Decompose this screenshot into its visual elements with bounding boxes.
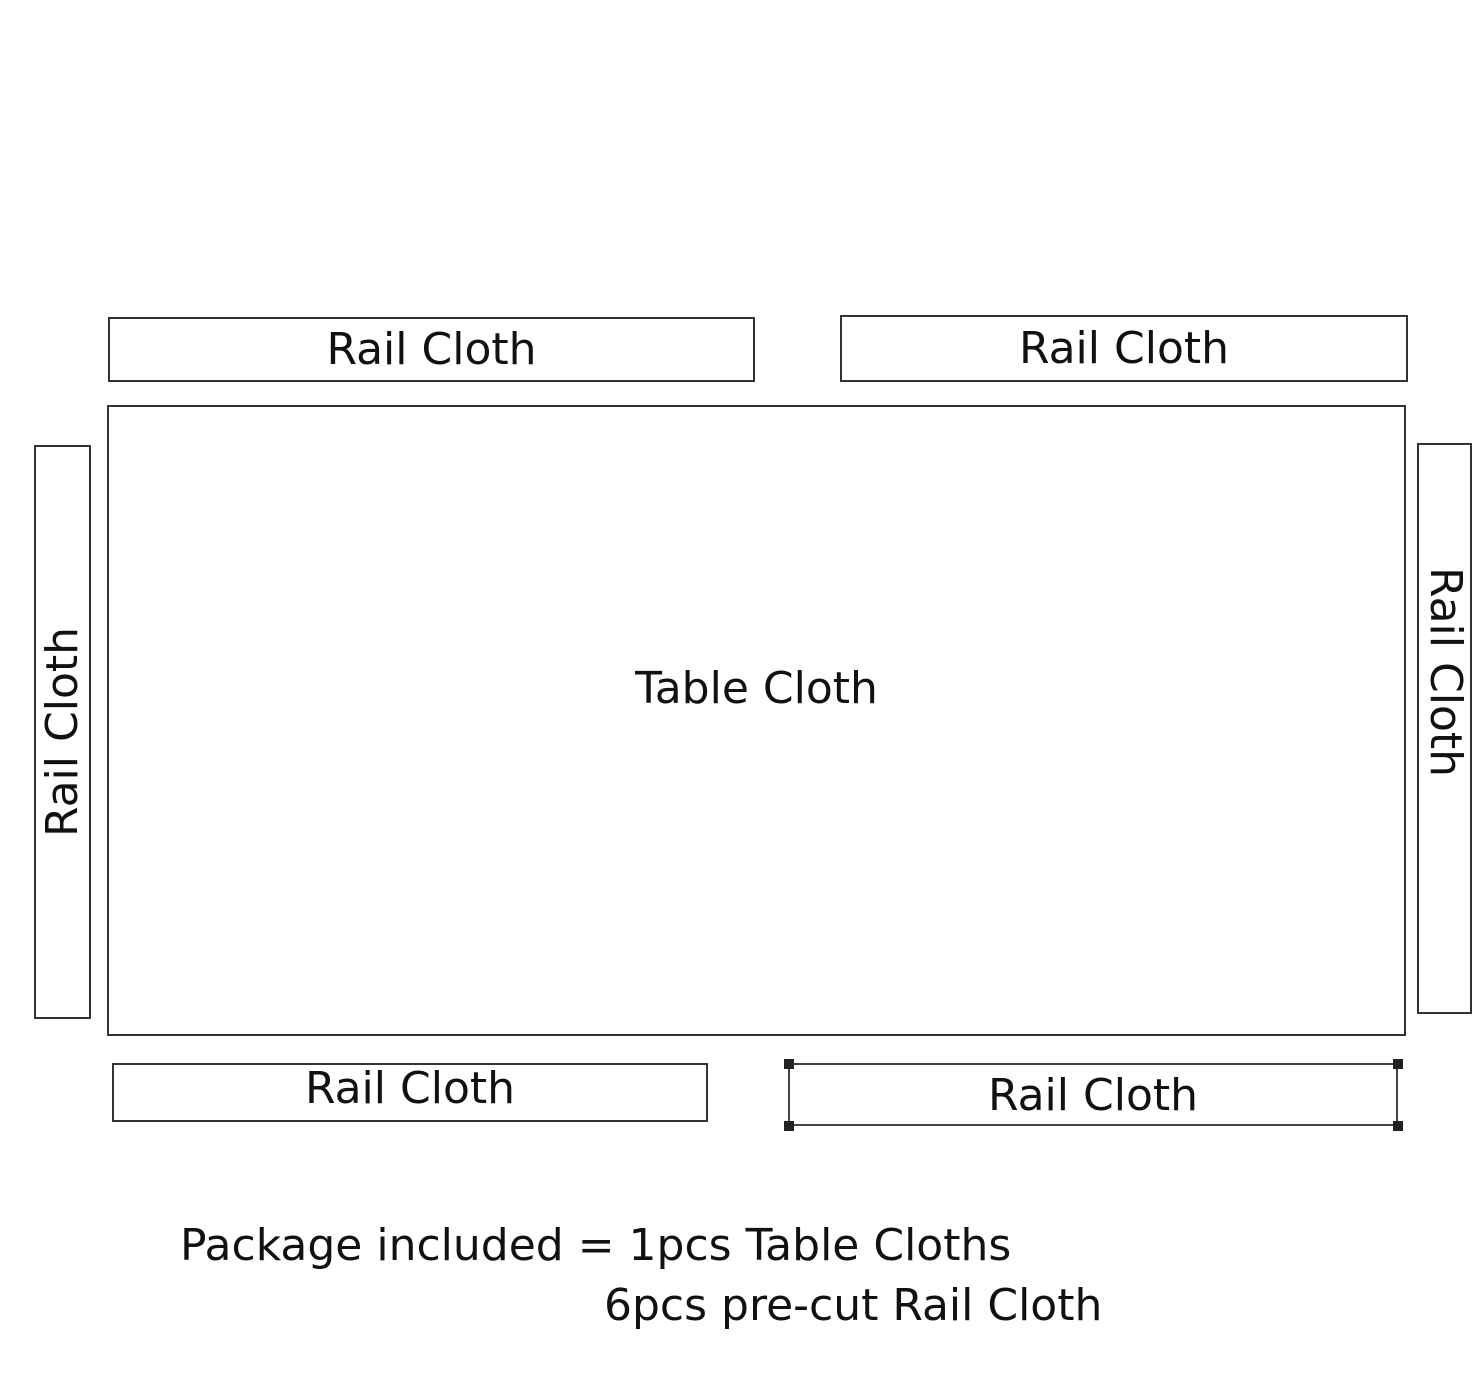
rail-cloth-label: Rail Cloth [1018,322,1230,374]
rail-cloth-label: Rail Cloth [987,1070,1199,1122]
rail-cloth-label: Rail Cloth [304,1063,516,1115]
package-included-line1: Package included = 1pcs Table Cloths [180,1220,1012,1271]
selection-handle-top-left[interactable] [784,1059,794,1069]
rail-cloth-top-right: Rail Cloth [840,315,1408,382]
rail-cloth-right: Rail Cloth [1417,443,1472,1014]
rail-cloth-label: Rail Cloth [36,626,88,838]
rail-cloth-top-left: Rail Cloth [108,317,755,382]
rail-cloth-left: Rail Cloth [34,445,91,1019]
selection-handle-bottom-right[interactable] [1393,1121,1403,1131]
package-included-line2: 6pcs pre-cut Rail Cloth [604,1280,1103,1331]
selection-handle-top-right[interactable] [1393,1059,1403,1069]
rail-cloth-bottom-left: Rail Cloth [112,1063,708,1122]
rail-cloth-label: Rail Cloth [1419,566,1471,777]
selection-handle-bottom-left[interactable] [784,1121,794,1131]
rail-cloth-label: Rail Cloth [326,323,537,375]
table-cloth-label: Table Cloth [635,663,878,715]
table-cloth: Table Cloth [107,405,1406,1036]
rail-cloth-bottom-right[interactable]: Rail Cloth [788,1063,1398,1126]
